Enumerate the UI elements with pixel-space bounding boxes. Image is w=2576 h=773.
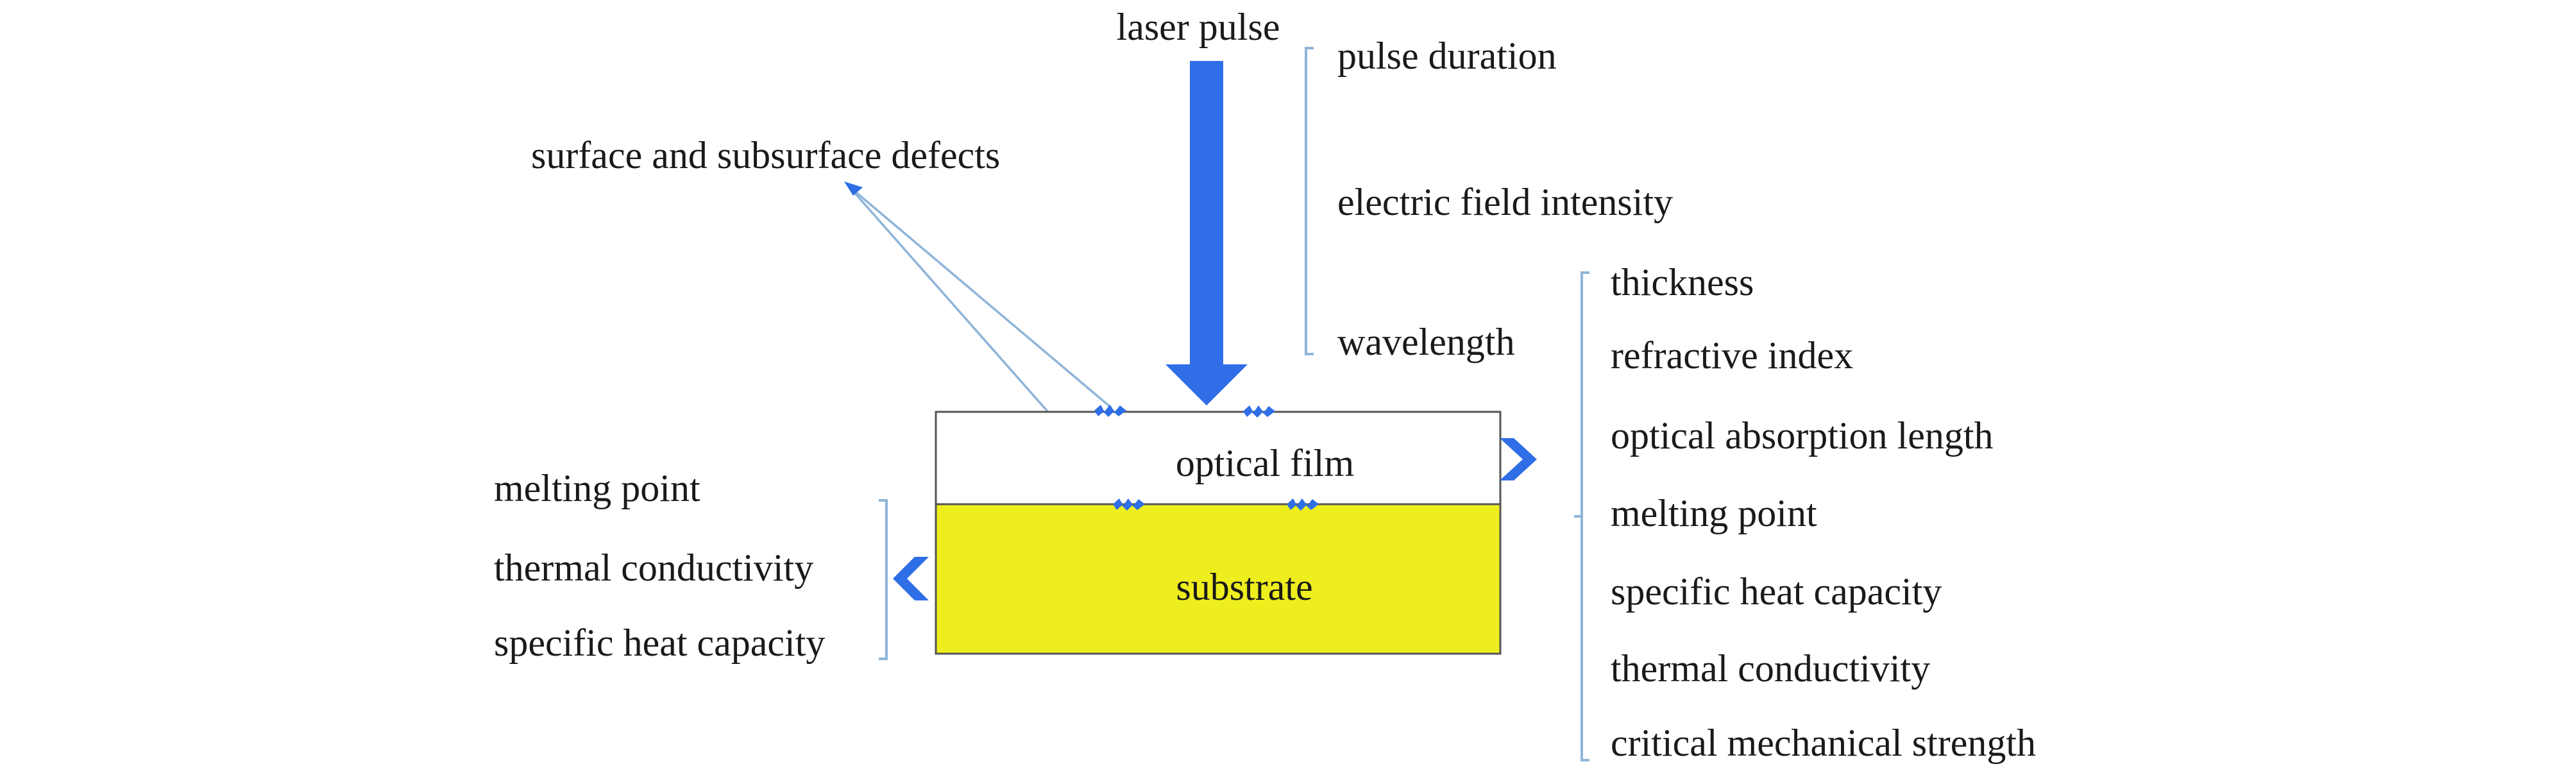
film-properties-bracket [1580, 271, 1589, 761]
defect-marker-icon [1287, 498, 1319, 511]
substrate-property-thermal-conductivity: thermal conductivity [494, 547, 813, 589]
defects-label: surface and subsurface defects [531, 134, 1000, 176]
laser-property-pulse-duration: pulse duration [1337, 35, 1557, 77]
defect-marker-icon [1094, 405, 1126, 417]
optical-film-layer [935, 411, 1502, 505]
film-property-thermal-conductivity: thermal conductivity [1611, 647, 1930, 690]
laser-pulse-label: laser pulse [1117, 6, 1280, 48]
substrate-property-melting-point: melting point [494, 467, 700, 509]
film-property-critical-mechanical-strength: critical mechanical strength [1611, 722, 2036, 764]
defect-marker-icon [1113, 498, 1145, 511]
substrate-layer [935, 503, 1502, 655]
film-property-thickness: thickness [1611, 261, 1754, 303]
film-property-refractive-index: refractive index [1611, 334, 1853, 377]
substrate-property-specific-heat-capacity: specific heat capacity [494, 622, 825, 664]
chevron-left-icon [893, 557, 929, 600]
laser-property-wavelength: wavelength [1337, 321, 1515, 363]
film-property-melting-point: melting point [1611, 492, 1817, 534]
laser-property-electric-field-intensity: electric field intensity [1337, 181, 1673, 223]
substrate-label: substrate [1176, 566, 1312, 608]
film-property-specific-heat-capacity: specific heat capacity [1611, 570, 1942, 613]
laser-arrow-icon [1165, 61, 1248, 405]
defect-marker-icon [1243, 405, 1275, 418]
laser-properties-bracket [1305, 47, 1314, 355]
film-property-optical-absorption-length: optical absorption length [1611, 414, 1994, 457]
chevron-right-icon [1500, 438, 1537, 480]
optical-film-label: optical film [1176, 442, 1354, 484]
defect-pointer-surface [847, 185, 1113, 409]
substrate-properties-bracket [879, 499, 888, 660]
defect-pointer-arrowhead-icon [844, 182, 863, 196]
